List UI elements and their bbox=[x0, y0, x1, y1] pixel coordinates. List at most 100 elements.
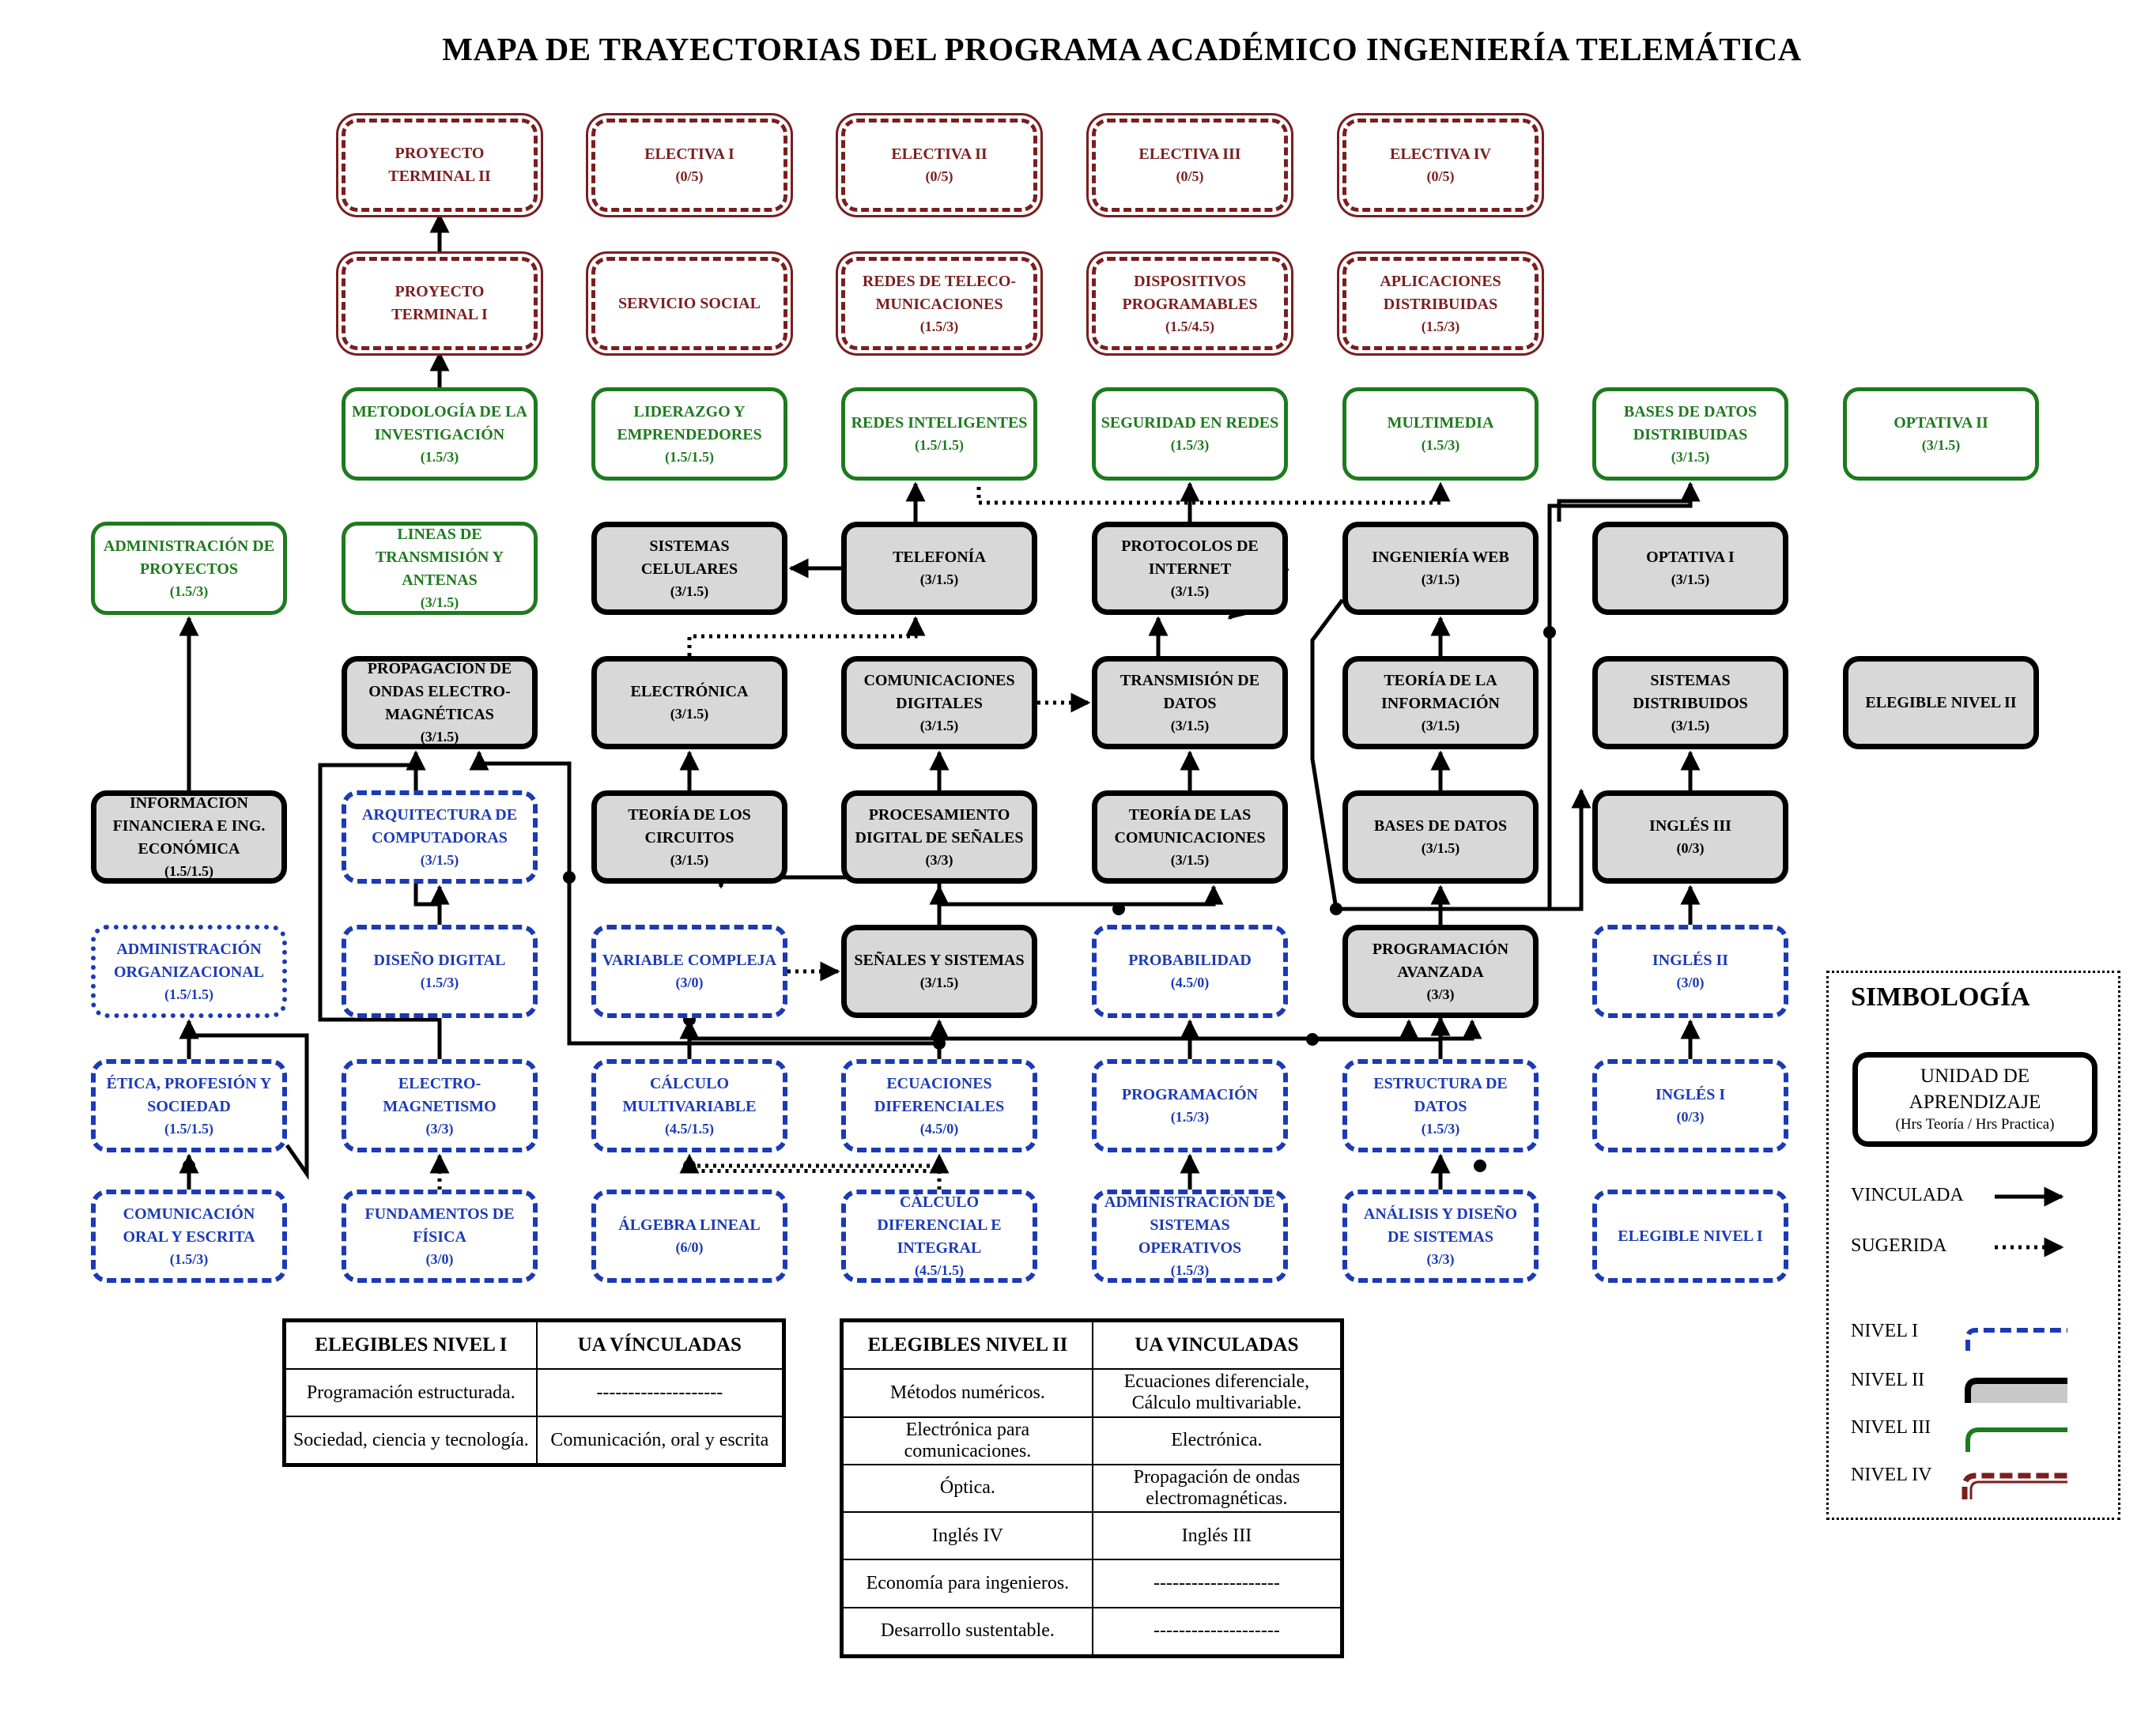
course-aplicaciones-distribuidas: APLICACIONES DISTRIBUIDAS(1.5/3) bbox=[1342, 257, 1539, 350]
course-diseno-digital: DISEÑO DIGITAL(1.5/3) bbox=[342, 925, 538, 1018]
course-hours: (3/1.5) bbox=[919, 571, 959, 588]
course-etica: ÉTICA, PROFESIÓN Y SOCIEDAD (1.5/1.5) bbox=[91, 1059, 287, 1152]
course-senales-sistemas: SEÑALES Y SISTEMAS(3/1.5) bbox=[841, 925, 1037, 1018]
course-name: ELECTIVA II bbox=[891, 145, 987, 164]
course-name: INGENIERÍA WEB bbox=[1372, 549, 1509, 567]
course-hours: (0/5) bbox=[1426, 168, 1455, 185]
course-name: CÁLCULO MULTIVARIABLE bbox=[622, 1074, 757, 1115]
course-name: INFORMACIÓN FINANCIERA E ING. ECONÓMICA bbox=[112, 794, 266, 858]
course-administracion-so: ADMINISTRACIÓN DE SISTEMAS OPERATIVOS (1.… bbox=[1092, 1190, 1288, 1283]
legend-title: SIMBOLOGÍA bbox=[1851, 982, 2030, 1012]
junction-dot bbox=[933, 1037, 946, 1050]
course-name: ADMINISTRACIÓN DE SISTEMAS OPERATIVOS bbox=[1104, 1193, 1276, 1258]
table-cell: -------------------- bbox=[535, 1368, 785, 1417]
course-liderazgo: LIDERAZGO Y EMPRENDEDORES(1.5/1.5) bbox=[591, 387, 787, 481]
legend-nivel-iv: NIVEL IV bbox=[1851, 1465, 1932, 1485]
table-cell: Economía para ingenieros. bbox=[840, 1559, 1093, 1608]
link-estructura_datos-programacion_avanzada bbox=[1438, 1019, 1482, 1059]
course-analisis-diseno: ANÁLISIS Y DISEÑO DE SISTEMAS(3/3) bbox=[1342, 1190, 1539, 1283]
junction-dot bbox=[1112, 903, 1125, 915]
course-hours: (1.5/1.5) bbox=[164, 863, 213, 880]
course-hours: (3/1.5) bbox=[420, 729, 459, 745]
course-procesamiento-digital: PROCESAMIENTO DIGITAL DE SEÑALES(3/3) bbox=[841, 790, 1037, 884]
course-name: ELEGIBLE NIVEL I bbox=[1618, 1227, 1763, 1245]
link-ingenieria_web-bases_datos_distribuidas bbox=[1557, 481, 1701, 522]
course-hours: (1.5/4.5) bbox=[1165, 318, 1214, 334]
course-administracion-organizacional: ADMINISTRACIÓN ORGANIZACIONAL (1.5/1.5) bbox=[91, 925, 287, 1018]
course-probabilidad: PROBABILIDAD(4.5/0) bbox=[1092, 925, 1288, 1018]
table-row: Desarrollo sustentable. ----------------… bbox=[840, 1606, 1343, 1657]
course-name: TEORÍA DE LA INFORMACIÓN bbox=[1381, 671, 1500, 712]
course-name: PROYECTO TERMINAL I bbox=[391, 283, 488, 323]
course-ingles-ii: INGLÉS II(3/0) bbox=[1592, 925, 1788, 1018]
link-senales_sistemas-teoria_comunicaciones bbox=[937, 884, 1224, 925]
course-metodologia-investigacion: METODOLOGÍA DE LA INVESTIGACIÓN(1.5/3) bbox=[342, 387, 538, 481]
course-name: TEORÍA DE LAS COMUNICACIONES bbox=[1114, 805, 1266, 847]
course-teoria-circuitos: TEORÍA DE LOS CIRCUITOS(3/1.5) bbox=[591, 790, 787, 884]
course-hours: (6/0) bbox=[675, 1239, 704, 1256]
course-ingles-iii: INGLÉS III(0/3) bbox=[1592, 790, 1788, 884]
course-hours: (1.5/3) bbox=[1421, 437, 1460, 454]
course-name: INGLÉS III bbox=[1649, 817, 1731, 835]
course-name: LINEAS DE TRANSMISIÓN Y ANTENAS bbox=[375, 526, 504, 590]
course-comunicacion-oral: COMUNICACIÓN ORAL Y ESCRITA (1.5/3) bbox=[91, 1190, 287, 1283]
course-name: PROYECTO TERMINAL II bbox=[388, 145, 491, 185]
legend-nivel-ii: NIVEL II bbox=[1851, 1370, 1925, 1390]
course-hours: (1.5/3) bbox=[1421, 318, 1460, 334]
course-teoria-comunicaciones: TEORÍA DE LAS COMUNICACIONES(3/1.5) bbox=[1092, 790, 1288, 884]
course-fundamentos-fisica: FUNDAMENTOS DE FÍSICA(3/0) bbox=[342, 1190, 538, 1283]
course-redes-telecomunicaciones: REDES DE TELECO-MUNICACIONES(1.5/3) bbox=[841, 257, 1037, 350]
link-calculo_multivariable-senales_sistemas bbox=[687, 1019, 950, 1059]
course-electiva-iv: ELECTIVA IV(0/5) bbox=[1342, 119, 1539, 212]
junction-dot bbox=[683, 1160, 696, 1172]
table-header: UA VÍNCULADAS bbox=[535, 1319, 785, 1370]
course-hours: (3/0) bbox=[1676, 975, 1705, 991]
junction-dot bbox=[1474, 1160, 1486, 1172]
course-hours: (3/3) bbox=[1426, 986, 1455, 1002]
course-name: ADMINISTRACIÓN ORGANIZACIONAL bbox=[113, 940, 265, 981]
course-hours: (3/1.5) bbox=[1421, 571, 1460, 588]
legend-vinculada: VINCULADA bbox=[1851, 1185, 1964, 1205]
table-header: ELEGIBLES NIVEL II bbox=[840, 1319, 1093, 1371]
legend-nivel-i: NIVEL I bbox=[1851, 1321, 1919, 1341]
junction-dot bbox=[563, 871, 576, 884]
course-hours: (1.5/1.5) bbox=[164, 1120, 213, 1137]
course-name: SERVICIO SOCIAL bbox=[618, 294, 761, 312]
course-name: VARIABLE COMPLEJA bbox=[602, 952, 777, 970]
course-name: PROTOCOLOS DE INTERNET bbox=[1121, 537, 1259, 578]
course-name: ÉTICA, PROFESIÓN Y SOCIEDAD bbox=[106, 1074, 272, 1115]
course-hours: (0/5) bbox=[925, 168, 953, 185]
course-hours: (1.5/1.5) bbox=[164, 986, 213, 1002]
course-administracion-proyectos: ADMINISTRACIÓN DE PROYECTOS(1.5/3) bbox=[91, 522, 287, 615]
course-hours: (0/3) bbox=[1676, 1109, 1705, 1126]
course-proyecto-terminal-i: PROYECTO TERMINAL I bbox=[342, 257, 538, 350]
course-name: PROBABILIDAD bbox=[1128, 952, 1252, 970]
course-hours: (3/1.5) bbox=[420, 594, 459, 611]
course-name: COMUNICACIÓN ORAL Y ESCRITA bbox=[123, 1205, 255, 1246]
course-hours: (1.5/3) bbox=[169, 1250, 209, 1267]
course-electronica: ELECTRÓNICA(3/1.5) bbox=[591, 656, 787, 749]
course-name: TRANSMISIÓN DE DATOS bbox=[1120, 671, 1260, 712]
course-name: PROGRAMACIÓN AVANZADA bbox=[1372, 940, 1509, 981]
table-cell: Electrónica. bbox=[1091, 1416, 1343, 1465]
course-elegible-nivel-ii: ELEGIBLE NIVEL II bbox=[1843, 656, 2039, 749]
course-hours: (0/5) bbox=[1176, 168, 1204, 185]
course-hours: (3/1.5) bbox=[1421, 840, 1460, 857]
course-name: COMUNICACIONES DIGITALES bbox=[863, 671, 1015, 712]
course-sistemas-celulares: SISTEMAS CELULARES(3/1.5) bbox=[591, 522, 787, 615]
course-name: ELECTRO-MAGNETISMO bbox=[383, 1074, 497, 1115]
course-programacion: PROGRAMACIÓN(1.5/3) bbox=[1092, 1059, 1288, 1152]
course-telefonia: TELEFONÍA(3/1.5) bbox=[841, 522, 1037, 615]
course-protocolos-internet: PROTOCOLOS DE INTERNET(3/1.5) bbox=[1092, 522, 1288, 615]
table-cell: Inglés III bbox=[1091, 1511, 1343, 1561]
course-algebra-lineal: ÁLGEBRA LINEAL(6/0) bbox=[591, 1190, 787, 1283]
course-hours: (1.5/3) bbox=[1421, 1120, 1460, 1137]
course-lineas-transmision: LINEAS DE TRANSMISIÓN Y ANTENAS (3/1.5) bbox=[342, 522, 538, 615]
course-proyecto-terminal-ii: PROYECTO TERMINAL II bbox=[342, 119, 538, 212]
course-hours: (3/1.5) bbox=[1921, 437, 1961, 454]
course-hours: (1.5/3) bbox=[1170, 1109, 1210, 1126]
course-hours: (1.5/3) bbox=[1170, 1262, 1210, 1279]
course-name: BASES DE DATOS DISTRIBUIDAS bbox=[1623, 402, 1758, 443]
course-hours: (1.5/1.5) bbox=[665, 448, 714, 465]
nivel-i-swatch-icon bbox=[1965, 1328, 2067, 1351]
